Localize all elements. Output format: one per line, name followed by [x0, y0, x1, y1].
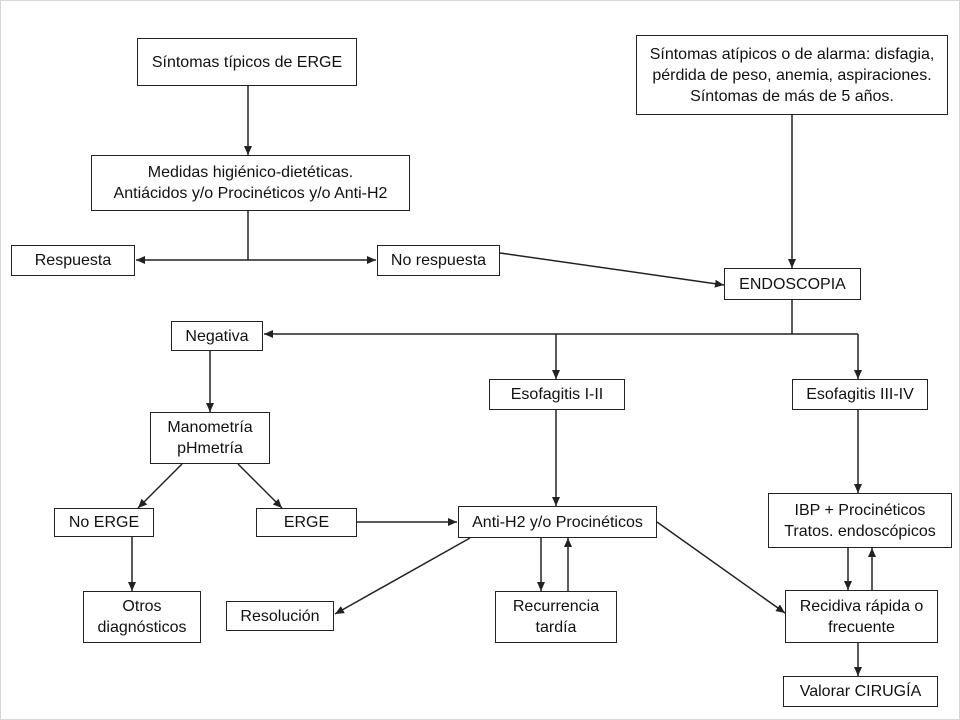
node-no-erge: No ERGE [54, 508, 154, 537]
node-otros-diagnosticos: Otros diagnósticos [83, 591, 201, 643]
node-sintomas-tipicos: Síntomas típicos de ERGE [137, 38, 357, 86]
node-sintomas-atipicos: Síntomas atípicos o de alarma: disfagia,… [636, 35, 948, 115]
node-respuesta: Respuesta [11, 245, 135, 276]
node-no-respuesta: No respuesta [377, 245, 500, 276]
edge-manometria-to-no-erge [137, 463, 183, 509]
node-esofagitis-3-4: Esofagitis III-IV [792, 379, 928, 410]
node-negativa: Negativa [171, 321, 263, 351]
node-esofagitis-1-2: Esofagitis I-II [489, 379, 625, 410]
node-cirugia: Valorar CIRUGÍA [783, 676, 938, 707]
node-endoscopia: ENDOSCOPIA [724, 268, 861, 300]
node-medidas: Medidas higiénico-dietéticas. Antiácidos… [91, 155, 410, 211]
node-anti-h2: Anti-H2 y/o Procinéticos [458, 506, 657, 538]
edge-no-respuesta-to-endoscopia [499, 252, 725, 288]
node-recurrencia: Recurrencia tardía [495, 591, 617, 643]
node-recidiva: Recidiva rápida o frecuente [785, 590, 938, 643]
node-erge: ERGE [256, 508, 357, 537]
edge-manometria-to-erge [237, 463, 283, 509]
node-manometria: Manometría pHmetría [150, 412, 270, 464]
edge-anti-h2-to-resolucion [334, 537, 471, 615]
edge-anti-h2-to-recidiva [656, 521, 786, 614]
node-ibp: IBP + Procinéticos Tratos. endoscópicos [768, 493, 952, 548]
node-resolucion: Resolución [226, 601, 334, 631]
